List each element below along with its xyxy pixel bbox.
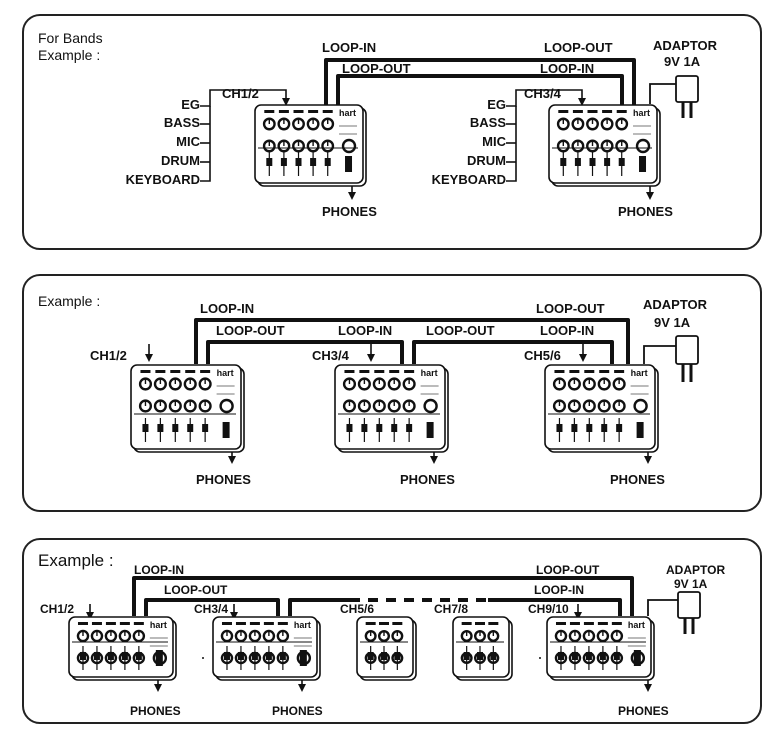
svg-text:hart: hart (339, 108, 356, 118)
phones-label: PHONES (618, 204, 673, 219)
loop-cable-top (194, 318, 630, 364)
loop-in-label: LOOP-IN (200, 301, 255, 316)
mixer-unit (452, 616, 514, 687)
svg-text:hart: hart (631, 368, 648, 378)
channel-label: CH3/4 (194, 602, 229, 616)
loop-out-label: LOOP-OUT (426, 323, 495, 338)
bands-caption-line2: Example : (38, 47, 101, 63)
loop-out-label: LOOP-OUT (216, 323, 285, 338)
loop-out-label: LOOP-OUT (536, 563, 600, 577)
example-caption: Example : (38, 293, 101, 309)
svg-text:hart: hart (150, 620, 167, 630)
loop-cable-inner (336, 74, 624, 106)
source-label: DRUM (161, 153, 200, 168)
source-label: BASS (163, 115, 200, 130)
source-label: MIC (482, 134, 506, 149)
bands-caption-line1: For Bands (38, 30, 103, 46)
mixer-unit: hart (546, 616, 656, 687)
source-label: EG (181, 97, 200, 112)
loop-out-label: LOOP-OUT (544, 40, 613, 55)
svg-text:hart: hart (421, 368, 438, 378)
source-label: EG (487, 97, 506, 112)
channel-label: CH1/2 (40, 602, 75, 616)
loop-in-label: LOOP-IN (134, 563, 184, 577)
mixer-unit: hart (334, 364, 450, 459)
phones-label: PHONES (322, 204, 377, 219)
loop-cable-outer (324, 58, 636, 106)
adaptor-icon (643, 75, 701, 634)
phones-label: PHONES (610, 472, 665, 487)
svg-text:hart: hart (628, 620, 645, 630)
phones-label: PHONES (618, 704, 669, 718)
adaptor-spec: 9V 1A (674, 577, 708, 591)
adaptor-label: ADAPTOR (653, 38, 718, 53)
channel-label: CH5/6 (524, 348, 561, 363)
loop-out-label: LOOP-OUT (342, 61, 411, 76)
phones-label: PHONES (130, 704, 181, 718)
adaptor-label: ADAPTOR (666, 563, 726, 577)
loop-out-label: LOOP-OUT (164, 583, 228, 597)
example-caption: Example : (38, 551, 114, 570)
loop-in-label: LOOP-IN (540, 323, 595, 338)
loop-out-label: LOOP-OUT (536, 301, 605, 316)
loop-in-label: LOOP-IN (322, 40, 377, 55)
svg-text:hart: hart (217, 368, 234, 378)
loop-in-label: LOOP-IN (338, 323, 393, 338)
mixer-unit: hart (212, 616, 322, 687)
loop-in-label: LOOP-IN (540, 61, 595, 76)
loop-in-label: LOOP-IN (534, 583, 584, 597)
adaptor-spec: 9V 1A (654, 315, 691, 330)
mixer-unit: hart (68, 616, 178, 687)
source-label: DRUM (467, 153, 506, 168)
source-label: KEYBOARD (125, 172, 200, 187)
channel-label: CH9/10 (528, 602, 569, 616)
phones-label: PHONES (272, 704, 323, 718)
mixer-unit: hart (254, 104, 368, 193)
phones-label: PHONES (196, 472, 251, 487)
adaptor-label: ADAPTOR (643, 297, 708, 312)
source-label: KEYBOARD (431, 172, 506, 187)
channel-label: CH7/8 (434, 602, 469, 616)
phones-label: PHONES (400, 472, 455, 487)
channel-label: CH3/4 (312, 348, 349, 363)
adaptor-spec: 9V 1A (664, 54, 701, 69)
mixer-unit: hart (130, 364, 246, 459)
svg-text:hart: hart (294, 620, 311, 630)
mixer-unit: hart (548, 104, 662, 193)
mixer-unit (356, 616, 418, 687)
mixer-unit: hart (544, 364, 660, 459)
input-label-ch12: CH1/2 (222, 86, 259, 101)
input-label-ch34: CH3/4 (524, 86, 561, 101)
svg-text:hart: hart (633, 108, 650, 118)
channel-label: CH1/2 (90, 348, 127, 363)
channel-label: CH5/6 (340, 602, 375, 616)
source-label: BASS (469, 115, 506, 130)
source-label: MIC (176, 134, 200, 149)
